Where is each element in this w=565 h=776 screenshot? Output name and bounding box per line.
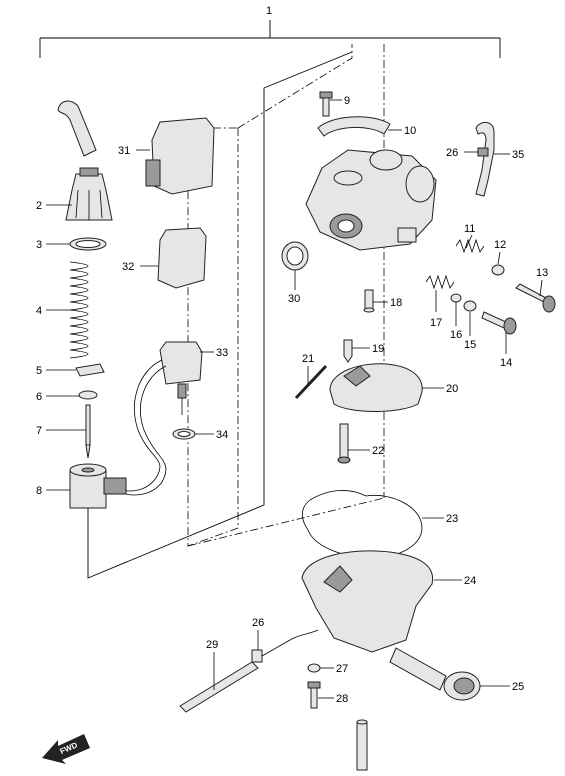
carburetor-body xyxy=(305,149,437,251)
callout-8: 8 xyxy=(36,485,42,497)
part-callouts: 1 2 3 4 5 6 7 8 9 10 11 12 13 14 15 16 1… xyxy=(36,5,548,705)
callout-3: 3 xyxy=(36,239,42,251)
choke-wire-harness xyxy=(103,359,167,496)
callout-22: 22 xyxy=(372,445,384,457)
callout-10: 10 xyxy=(404,125,416,137)
callout-29: 29 xyxy=(206,639,218,651)
callout-9: 9 xyxy=(344,95,350,107)
vent-hose xyxy=(475,122,495,197)
vent-hose-clip xyxy=(477,147,489,157)
intake-o-ring xyxy=(281,241,309,271)
top-cover-plate xyxy=(317,116,391,137)
drain-screw-assembly xyxy=(389,647,481,701)
idle-adjust-screw xyxy=(515,283,556,313)
callout-32: 32 xyxy=(122,261,134,273)
callout-33: 33 xyxy=(216,347,228,359)
pilot-screw-spring xyxy=(425,274,455,290)
fwd-arrow-icon: FWD xyxy=(42,734,90,764)
idle-spring xyxy=(455,238,485,254)
pilot-screw-o-ring xyxy=(463,300,477,312)
callout-34: 34 xyxy=(216,429,228,441)
callout-1: 1 xyxy=(266,5,272,17)
pilot-jet xyxy=(363,289,375,313)
callout-14: 14 xyxy=(500,357,512,369)
callout-26-hose-fitting: 26 xyxy=(252,617,264,629)
bowl-screw xyxy=(307,681,321,709)
mixing-chamber-top xyxy=(65,167,113,221)
bowl-screw-washer xyxy=(307,663,321,673)
float-pin xyxy=(294,364,328,400)
auto-choke-cover xyxy=(145,117,215,195)
callout-20: 20 xyxy=(446,383,458,395)
callout-27: 27 xyxy=(336,663,348,675)
callout-13: 13 xyxy=(536,267,548,279)
callout-21: 21 xyxy=(302,353,314,365)
auto-choke-unit xyxy=(159,341,203,415)
callout-31: 31 xyxy=(118,145,130,157)
callout-18: 18 xyxy=(390,297,402,309)
callout-2: 2 xyxy=(36,200,42,212)
callout-30: 30 xyxy=(288,293,300,305)
drain-hose-line xyxy=(261,629,319,657)
choke-o-ring xyxy=(172,428,196,440)
pilot-screw-washer xyxy=(450,293,462,303)
callout-7: 7 xyxy=(36,425,42,437)
o-ring-3 xyxy=(69,237,107,251)
throttle-valve xyxy=(69,463,107,509)
float-bowl-gasket xyxy=(301,490,423,559)
callout-23: 23 xyxy=(446,513,458,525)
float xyxy=(329,363,423,412)
callout-15: 15 xyxy=(464,339,476,351)
idle-washer xyxy=(491,264,505,276)
main-jet xyxy=(337,423,351,464)
callout-19: 19 xyxy=(372,343,384,355)
throttle-spring xyxy=(69,261,89,359)
callout-4: 4 xyxy=(36,305,42,317)
drain-hose-fitting xyxy=(251,649,263,663)
callout-35: 35 xyxy=(512,149,524,161)
float-bowl xyxy=(301,550,434,653)
callout-5: 5 xyxy=(36,365,42,377)
callout-11: 11 xyxy=(464,223,475,235)
callout-26-vent-clip: 26 xyxy=(446,147,458,159)
callout-12: 12 xyxy=(494,239,506,251)
needle-clip xyxy=(78,390,98,400)
throttle-cable-hose xyxy=(57,100,97,157)
top-cover-screw xyxy=(319,91,333,117)
needle-retainer xyxy=(75,363,105,377)
overflow-tube xyxy=(356,719,368,771)
callout-17: 17 xyxy=(430,317,442,329)
callout-6: 6 xyxy=(36,391,42,403)
assembly-bracket xyxy=(39,20,501,58)
pilot-screw xyxy=(481,311,517,335)
drain-hose xyxy=(179,661,259,713)
choke-rubber-boot xyxy=(157,227,207,289)
callout-25: 25 xyxy=(512,681,524,693)
callout-28: 28 xyxy=(336,693,348,705)
jet-needle xyxy=(85,404,91,459)
callout-24: 24 xyxy=(464,575,476,587)
callout-16: 16 xyxy=(450,329,462,341)
float-needle-valve xyxy=(343,339,353,363)
